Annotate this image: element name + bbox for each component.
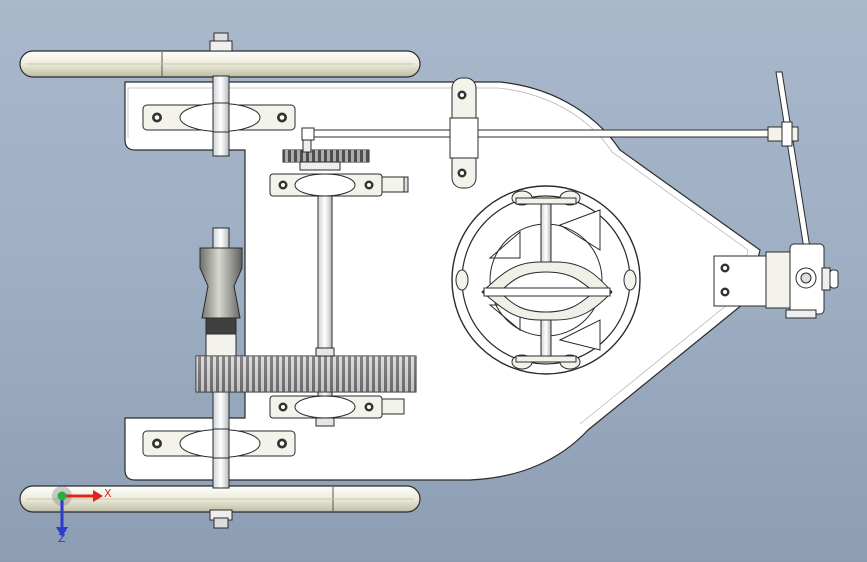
middle-lower-bearing[interactable] bbox=[269, 395, 405, 427]
bottom-axle-nut[interactable] bbox=[209, 509, 233, 529]
x-axis-label: X bbox=[104, 487, 112, 500]
gear-icon[interactable] bbox=[195, 347, 417, 393]
right-bracket[interactable] bbox=[713, 243, 839, 319]
pulley-icon[interactable] bbox=[451, 185, 641, 375]
bearing-icon[interactable] bbox=[142, 102, 296, 133]
z-axis-label: Z bbox=[58, 532, 66, 545]
coordinate-triad-icon bbox=[52, 486, 103, 537]
top-wheel[interactable] bbox=[19, 50, 421, 78]
tension-lever[interactable] bbox=[767, 71, 811, 250]
top-axle-nut[interactable] bbox=[209, 32, 233, 52]
plate-inner-edge bbox=[127, 87, 749, 425]
rod-clamp[interactable] bbox=[449, 77, 479, 189]
middle-upper-bearing[interactable] bbox=[269, 173, 409, 197]
bottom-wheel[interactable] bbox=[19, 485, 421, 513]
small-pinion-gear[interactable] bbox=[282, 149, 370, 171]
bottom-left-bearing[interactable] bbox=[142, 428, 296, 459]
cone-cutter[interactable] bbox=[199, 227, 243, 357]
